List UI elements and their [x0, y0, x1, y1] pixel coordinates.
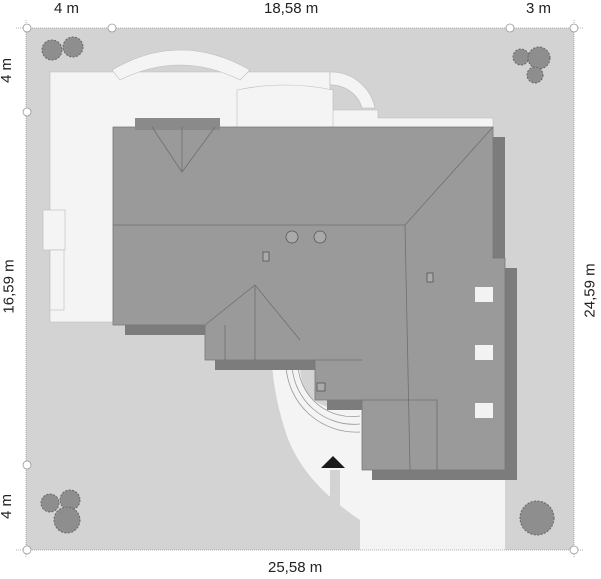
skylights: [475, 287, 493, 418]
circle-node-icon: [22, 545, 32, 555]
steps: [285, 364, 361, 433]
dimension-top-right: 3 m: [526, 0, 552, 17]
chimneys: [262, 230, 434, 392]
circle-node-icon: [107, 23, 117, 33]
circle-node-icon: [505, 23, 515, 33]
dimension-lines: [16, 20, 584, 558]
roof-dormer: [135, 118, 220, 130]
dimension-bottom: 25,58 m: [268, 559, 323, 576]
triangle-entrance-icon: [321, 456, 345, 468]
terrace: [42, 49, 494, 323]
roof-ridges: [113, 126, 494, 471]
circle-node-icon: [22, 107, 32, 117]
driveway-strip: [330, 470, 340, 550]
dimension-left-middle: 16,59 m: [0, 259, 18, 314]
dimension-top-left: 4 m: [54, 0, 80, 17]
circle-node-icon: [22, 460, 32, 470]
circle-node-icon: [569, 23, 579, 33]
circle-node-icon: [569, 545, 579, 555]
dimension-left-bottom: 4 m: [0, 494, 15, 519]
dimension-right: 24,59 m: [581, 263, 599, 318]
tree-icon: [40, 36, 555, 536]
circle-node-icon: [22, 23, 32, 33]
dimension-left-top: 4 m: [0, 58, 15, 83]
dimension-top-middle: 18,58 m: [264, 0, 319, 17]
